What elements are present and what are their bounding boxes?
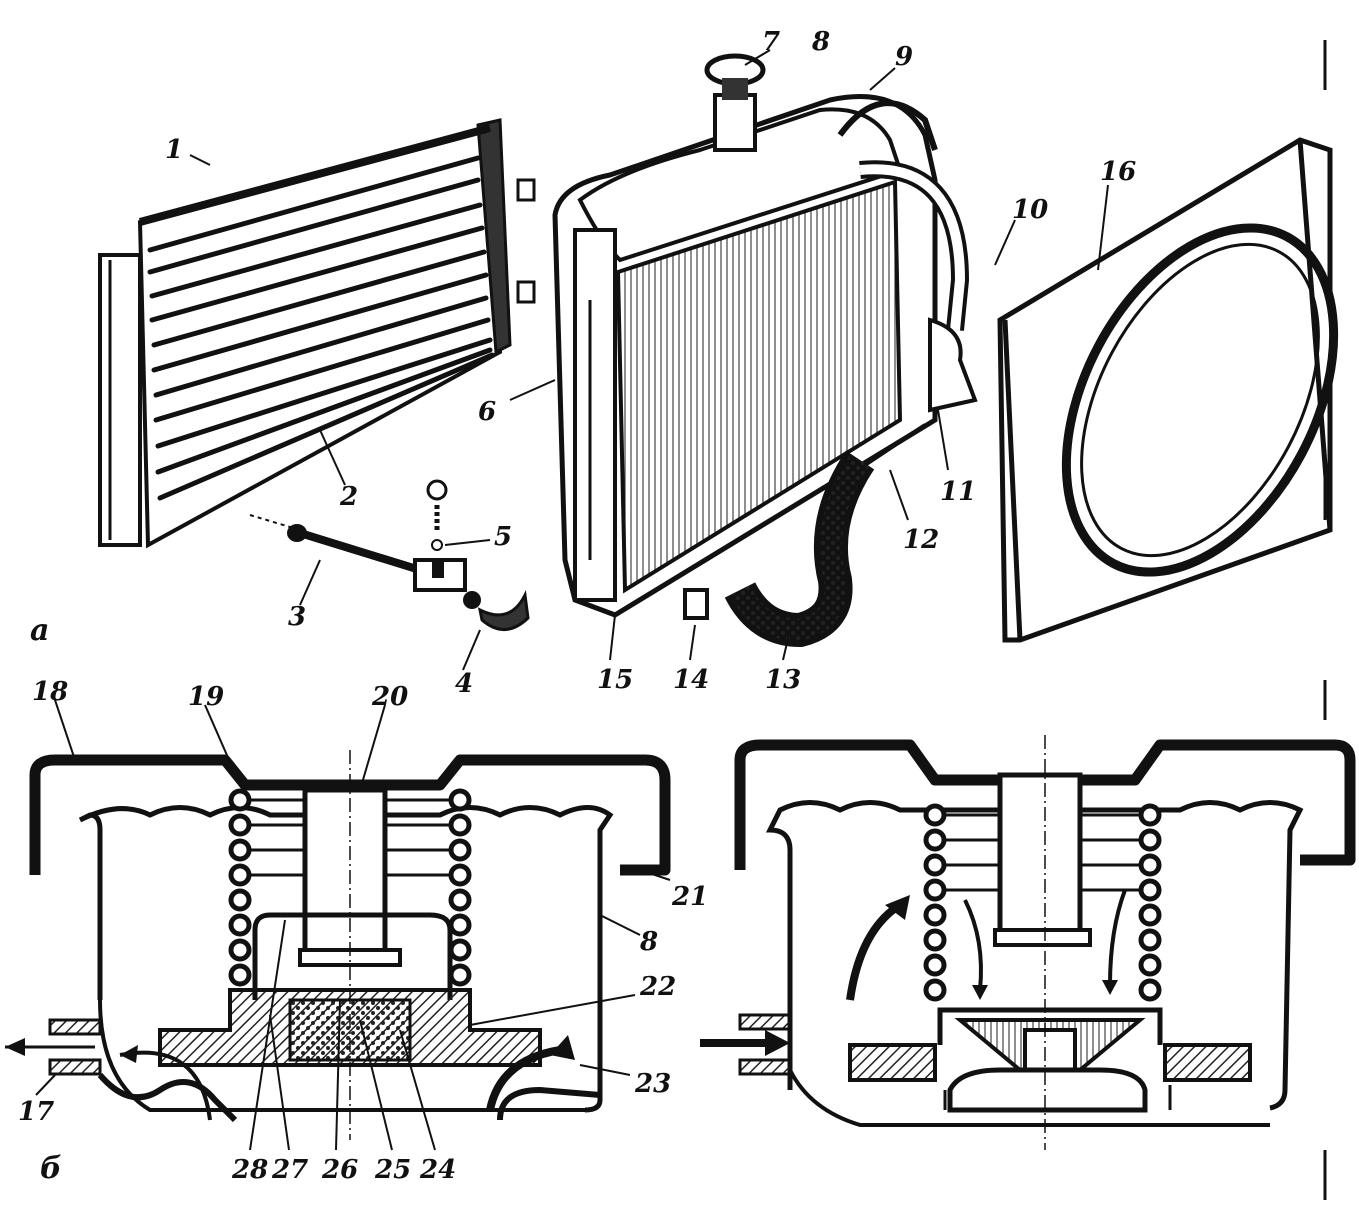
label-9: 9 <box>895 42 913 72</box>
label-21: 21 <box>671 882 708 912</box>
label-26: 26 <box>321 1155 358 1185</box>
label-28: 28 <box>231 1155 268 1185</box>
label-5: 5 <box>494 522 512 552</box>
label-14: 14 <box>673 665 709 695</box>
label-18: 18 <box>32 677 68 707</box>
label-6: 6 <box>478 397 496 427</box>
label-22: 22 <box>639 972 676 1002</box>
label-17: 17 <box>18 1097 54 1127</box>
section-label-a: a <box>30 613 49 648</box>
section-label-b: б <box>40 1151 62 1186</box>
label-4: 4 <box>455 669 473 699</box>
radiator-assembly <box>552 53 978 648</box>
label-13: 13 <box>765 665 801 695</box>
part-labels: 1 2 3 4 5 6 7 8 9 10 11 12 13 14 15 16 1… <box>18 27 1136 1185</box>
leader-lines <box>35 49 1109 1151</box>
label-1: 1 <box>165 135 183 165</box>
label-7: 7 <box>762 27 780 57</box>
label-20: 20 <box>371 682 408 712</box>
label-8: 8 <box>811 27 830 57</box>
label-19: 19 <box>188 682 224 712</box>
label-27: 27 <box>271 1155 308 1185</box>
cap-section-closed <box>5 750 671 1140</box>
label-8-cap: 8 <box>639 927 658 957</box>
cap-section-open <box>700 735 1356 1150</box>
label-2: 2 <box>339 482 358 512</box>
label-10: 10 <box>1012 195 1048 225</box>
label-24: 24 <box>419 1155 456 1185</box>
section-labels: a б <box>30 613 62 1186</box>
radiator-core <box>98 118 536 549</box>
fan-shroud <box>997 137 1339 643</box>
label-23: 23 <box>634 1069 671 1099</box>
label-16: 16 <box>1100 157 1136 187</box>
label-15: 15 <box>597 665 633 695</box>
label-12: 12 <box>903 525 939 555</box>
label-11: 11 <box>940 477 976 507</box>
label-3: 3 <box>288 602 306 632</box>
drain-tap <box>249 479 530 631</box>
label-25: 25 <box>374 1155 411 1185</box>
